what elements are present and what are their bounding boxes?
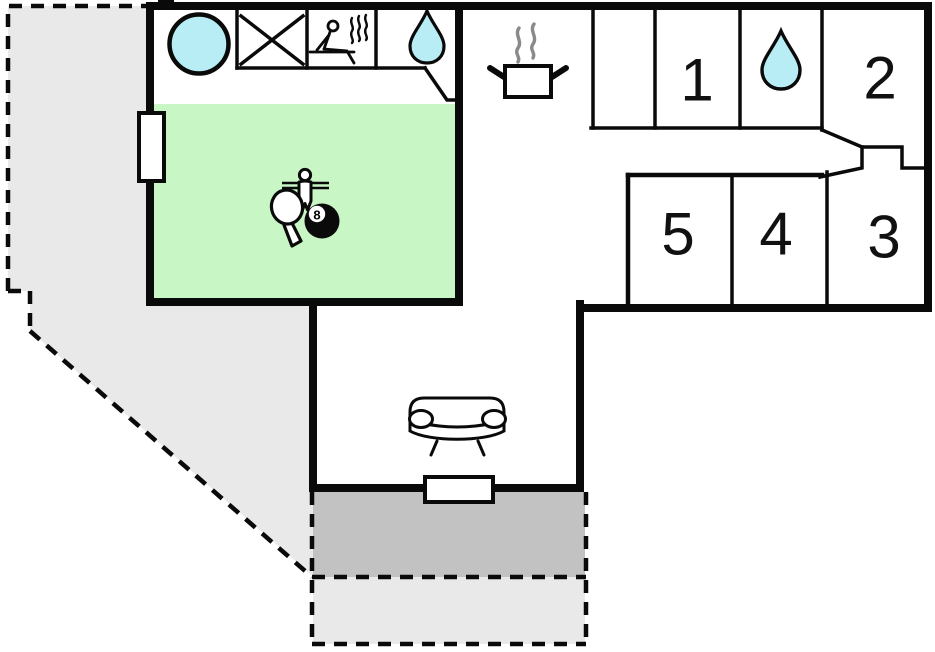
table-tennis-paddle-icon (269, 188, 305, 248)
room-1-label: 1 (680, 47, 713, 114)
sofa-armrest-left (408, 409, 434, 429)
foosball-player-icon (282, 167, 329, 212)
room-5-label: 5 (661, 201, 694, 268)
room-3-label: 3 (867, 204, 900, 271)
window-marker (137, 111, 166, 183)
sauna-person-icon (308, 13, 369, 65)
billiard-ball-number: 8 (313, 208, 320, 223)
covered-patio-area (313, 492, 585, 577)
terrace-area (8, 6, 314, 577)
water-drop-large-icon (760, 26, 802, 91)
paddle-blade (269, 188, 305, 226)
cooking-pot-icon (487, 22, 569, 99)
hot-tub-icon (167, 12, 231, 76)
door-marker (423, 475, 495, 504)
terrace-dashed-border (5, 3, 589, 647)
steam-icon (515, 22, 537, 64)
chimney-mark (158, 0, 174, 7)
room-4-label: 4 (759, 201, 792, 268)
sofa-body (408, 396, 506, 441)
billiard-8-ball-icon: 8 (304, 203, 340, 239)
foosball-head (297, 167, 313, 183)
sofa-icon (408, 396, 507, 457)
room-2-label: 2 (863, 45, 896, 112)
interior-walls (235, 4, 928, 309)
sofa-armrest-right (481, 409, 507, 429)
lower-terrace-area (313, 577, 585, 644)
water-drop-small-icon (408, 6, 446, 65)
